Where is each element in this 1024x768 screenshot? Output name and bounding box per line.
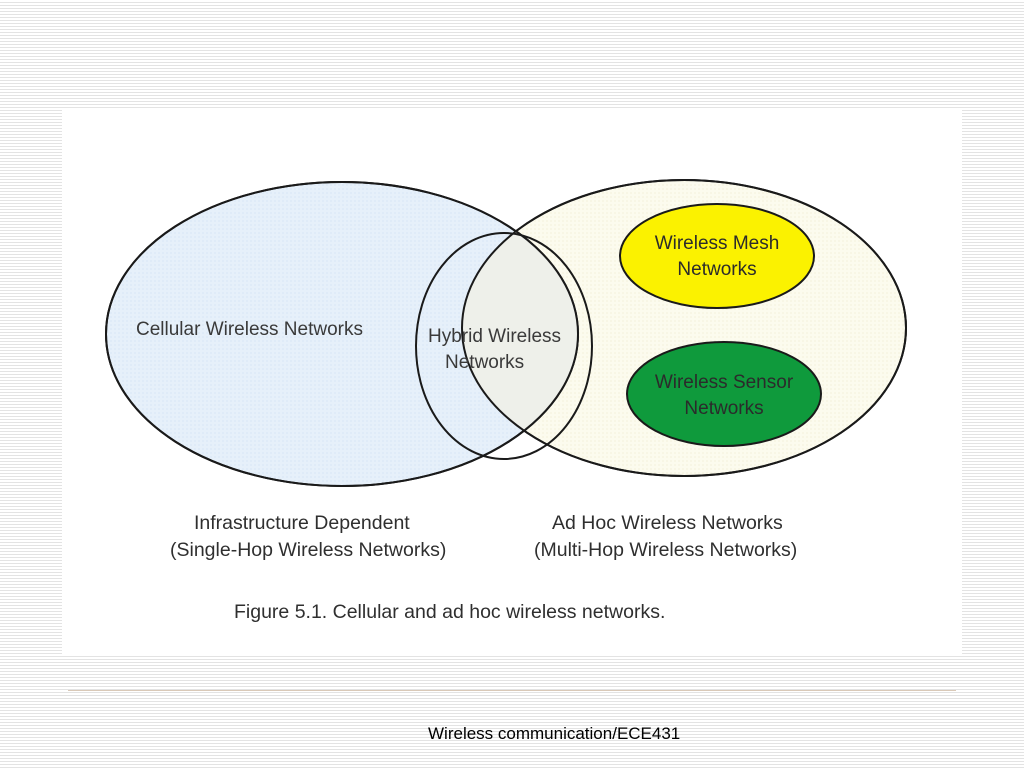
- sensor-label-line-1: Wireless Sensor: [655, 372, 794, 393]
- adhoc-caption-line-1: Ad Hoc Wireless Networks: [552, 512, 783, 534]
- figure-panel: Cellular Wireless Networks Hybrid Wirele…: [62, 108, 962, 655]
- hybrid-label-line-2: Networks: [445, 352, 524, 373]
- footer-divider: [68, 690, 956, 691]
- footer-text: Wireless communication/ECE431: [428, 724, 681, 743]
- cellular-label: Cellular Wireless Networks: [136, 319, 363, 340]
- hybrid-label-line-1: Hybrid Wireless: [428, 326, 561, 347]
- hybrid-circle: [415, 232, 593, 460]
- figure-caption: Figure 5.1. Cellular and ad hoc wireless…: [234, 601, 666, 623]
- mesh-label-line-1: Wireless Mesh: [655, 233, 780, 254]
- wireless-mesh-ellipse: [619, 203, 815, 309]
- infra-caption-line-1: Infrastructure Dependent: [194, 512, 410, 534]
- wireless-sensor-ellipse: [626, 341, 822, 447]
- venn-diagram: Cellular Wireless Networks Hybrid Wirele…: [105, 179, 907, 487]
- infra-caption-line-2: (Single-Hop Wireless Networks): [170, 539, 447, 561]
- sensor-label-line-2: Networks: [684, 398, 763, 419]
- adhoc-caption-line-2: (Multi-Hop Wireless Networks): [534, 539, 798, 561]
- mesh-label-line-2: Networks: [677, 259, 756, 280]
